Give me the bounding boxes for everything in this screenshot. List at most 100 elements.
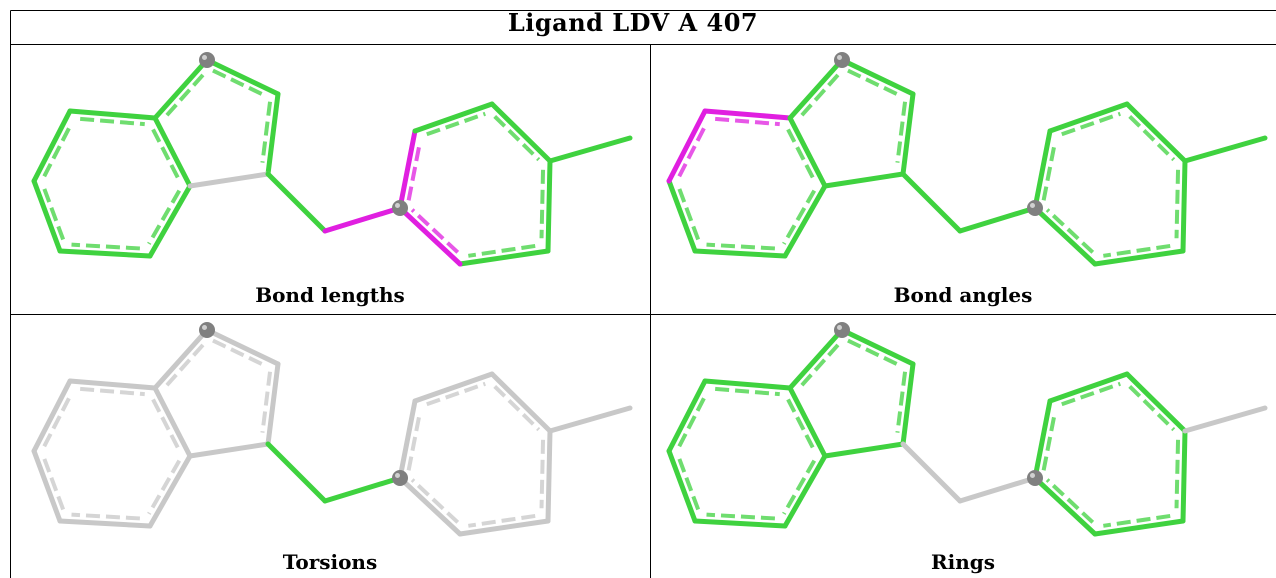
molecule-bond-angles (666, 52, 1268, 267)
bond-r6-n (1032, 475, 1098, 537)
aromatic-bond-dash (165, 69, 208, 117)
bond-r4-me (547, 405, 633, 434)
aromatic-bond-dash (1103, 513, 1171, 528)
bond-r5-r6 (457, 248, 551, 267)
aromatic-bond-dash (71, 512, 141, 521)
bond-r2-r3 (412, 371, 495, 404)
bond-b3-b4 (147, 453, 193, 529)
bond-c3-b3 (822, 171, 906, 189)
bond-b3-b4 (782, 453, 828, 529)
bond-b2-c1 (787, 57, 845, 121)
bond-c1-c2 (839, 57, 916, 97)
aromatic-bond-dash (1041, 411, 1057, 471)
bond-n-r2 (397, 128, 418, 211)
aromatic-bond-dash (1041, 141, 1057, 201)
aromatic-bond-dash (1061, 111, 1121, 137)
bond-b1-b2 (67, 378, 158, 391)
bond-r5-r6 (1092, 518, 1186, 537)
bond-m-n (322, 205, 403, 234)
bond-r3-r4 (489, 101, 553, 164)
bond-r6-n (397, 475, 463, 537)
bond-b5-b6 (31, 448, 63, 524)
molecule-torsions (31, 322, 633, 537)
bond-b3-b4 (782, 183, 828, 259)
caption-rings: Rings (930, 550, 995, 574)
bond-b3-b4 (147, 183, 193, 259)
atom-sphere (834, 52, 850, 68)
bond-r5-r6 (457, 518, 551, 537)
aromatic-bond-dash (676, 455, 701, 511)
caption-torsions: Torsions (282, 550, 378, 574)
bond-c2-c3 (265, 361, 281, 447)
bond-r2-r3 (1047, 101, 1130, 134)
bond-r4-me (547, 135, 633, 164)
aromatic-bond-dash (706, 242, 776, 251)
aromatic-bond-dash (895, 101, 908, 163)
molecule-bond-lengths (31, 52, 633, 267)
aromatic-bond-dash (677, 392, 709, 448)
bond-c3-b3 (822, 441, 906, 459)
aromatic-bond-dash (79, 116, 145, 127)
aromatic-bond-dash (212, 68, 268, 99)
aromatic-bond-dash (847, 338, 903, 369)
bond-b6-b1 (666, 378, 708, 454)
bond-r4-r5 (1180, 428, 1188, 524)
atom-highlight (202, 325, 207, 330)
bond-c3-b3 (187, 171, 271, 189)
aromatic-bond-dash (42, 122, 74, 178)
atom-sphere (199, 52, 215, 68)
atom-highlight (1030, 203, 1035, 208)
aromatic-bond-dash (410, 208, 460, 254)
bond-b2-c1 (787, 327, 845, 391)
bond-b5-b6 (31, 178, 63, 254)
molecule-rings (666, 322, 1268, 537)
bond-r2-r3 (412, 101, 495, 134)
bond-c1-c2 (204, 57, 281, 97)
bond-b1-b2 (702, 378, 793, 391)
bond-c2-c3 (265, 91, 281, 177)
bond-b4-b5 (57, 248, 153, 259)
atom-sphere (834, 322, 850, 338)
bond-r4-me (1182, 405, 1268, 434)
bond-b2-b3 (152, 385, 193, 459)
aromatic-bond-dash (1174, 439, 1181, 509)
aromatic-bond-dash (1103, 243, 1171, 258)
bond-b2-c1 (152, 57, 210, 121)
aromatic-bond-dash (151, 398, 182, 453)
bond-b5-b6 (666, 448, 698, 524)
aromatic-bond-dash (41, 455, 66, 511)
atom-sphere (392, 470, 408, 486)
aromatic-bond-dash (260, 101, 273, 163)
bond-n-r2 (397, 398, 418, 481)
aromatic-bond-dash (151, 128, 182, 183)
bond-b2-c1 (152, 327, 210, 391)
aromatic-bond-dash (895, 371, 908, 433)
bond-b4-b5 (692, 518, 788, 529)
aromatic-bond-dash (147, 459, 182, 515)
atom-highlight (395, 203, 400, 208)
bond-m-n (322, 475, 403, 504)
atom-highlight (202, 55, 207, 60)
aromatic-bond-dash (426, 111, 486, 137)
bond-r4-r5 (545, 428, 553, 524)
atom-highlight (395, 473, 400, 478)
aromatic-bond-dash (468, 513, 536, 528)
aromatic-bond-dash (165, 339, 208, 387)
aromatic-bond-dash (786, 398, 817, 453)
aromatic-bond-dash (1174, 169, 1181, 239)
bond-b1-b2 (702, 108, 793, 121)
aromatic-bond-dash (714, 386, 780, 397)
bond-r4-r5 (1180, 158, 1188, 254)
bond-n-r2 (1032, 398, 1053, 481)
aromatic-bond-dash (706, 512, 776, 521)
bond-c2-c3 (900, 361, 916, 447)
aromatic-bond-dash (677, 122, 709, 178)
atom-highlight (1030, 473, 1035, 478)
bond-m-n (957, 205, 1038, 234)
bond-r3-r4 (1124, 101, 1188, 164)
bond-c3-m (265, 171, 328, 234)
bond-r4-r5 (545, 158, 553, 254)
aromatic-bond-dash (212, 338, 268, 369)
aromatic-bond-dash (800, 339, 843, 387)
